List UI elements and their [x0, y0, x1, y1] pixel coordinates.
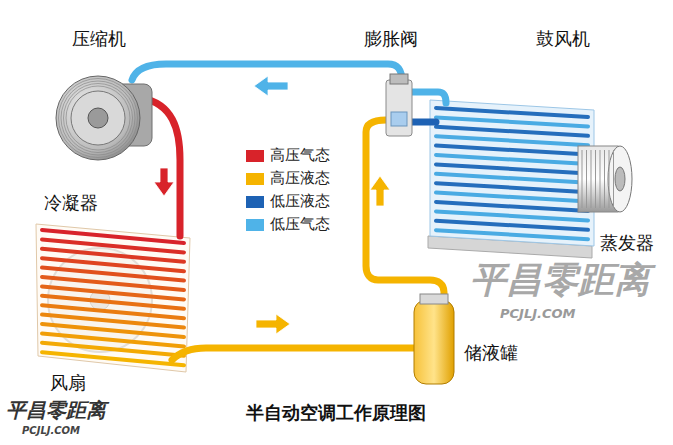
evaporator-frame — [430, 100, 594, 246]
evaporator-coil — [436, 230, 588, 239]
evaporator-coil — [436, 211, 588, 220]
condenser-illustration — [36, 224, 190, 372]
part-name: 蒸发器 — [600, 232, 654, 254]
evaporator-coil — [436, 127, 588, 136]
valve-port — [391, 112, 407, 126]
legend-label: 低压气态 — [270, 215, 330, 234]
legend-entry: 高压液态 — [246, 169, 330, 188]
pulley-groove — [66, 86, 130, 150]
condenser-frame — [36, 224, 190, 372]
caption: 半自动空调工作原理图 — [246, 402, 426, 424]
valve-block — [386, 80, 412, 136]
evaporator-coil — [436, 146, 588, 155]
receiver-illustration — [414, 294, 454, 384]
flow-arrow — [254, 76, 288, 96]
compressor-pulley — [56, 76, 140, 160]
condenser-tube — [42, 352, 184, 365]
evaporator-coil — [436, 193, 588, 202]
blower-hub — [615, 167, 625, 191]
receiver-head — [420, 294, 448, 304]
watermark: 平昌零距离 — [6, 398, 106, 422]
pulley-groove — [61, 81, 135, 155]
flow-arrow — [370, 176, 390, 206]
part-name: 储液罐 — [464, 342, 518, 364]
blower-illustration — [578, 146, 632, 212]
legend-entry: 低压气态 — [246, 215, 330, 234]
evaporator-coil — [436, 117, 588, 126]
compressor-clutch — [71, 91, 125, 145]
blower-fin — [604, 150, 605, 208]
pulley-groove — [64, 84, 133, 153]
blower-fin — [609, 150, 610, 208]
legend-swatch — [246, 173, 264, 185]
evaporator-coil — [436, 136, 588, 145]
legend-label: 高压气态 — [270, 146, 330, 165]
flow-arrow — [256, 314, 290, 334]
evaporator-coil — [436, 174, 588, 183]
pulley-groove — [59, 79, 138, 158]
valve-cap — [390, 74, 408, 84]
refrigerant-pipe — [172, 348, 414, 360]
part-name: 压缩机 — [72, 28, 126, 50]
refrigerant-pipe — [410, 92, 446, 103]
legend-swatch — [246, 219, 264, 231]
blower-face — [608, 146, 632, 212]
flow-arrow — [154, 168, 174, 196]
evaporator-coil — [436, 202, 588, 211]
evaporator-coil — [436, 183, 588, 192]
blower-fin — [613, 150, 614, 208]
watermark: PCJLJ.COM — [22, 425, 80, 437]
legend-label: 低压液态 — [270, 192, 330, 211]
compressor-hub — [88, 108, 108, 128]
part-name: 膨胀阀 — [364, 28, 418, 50]
part-name: 冷凝器 — [44, 192, 98, 214]
legend-entry: 高压气态 — [246, 146, 330, 165]
evaporator-coil — [436, 221, 588, 230]
blower-fin — [591, 150, 592, 208]
blower-fin — [595, 150, 596, 208]
evaporator-coil — [436, 108, 588, 117]
legend-label: 高压液态 — [270, 169, 330, 188]
legend-swatch — [246, 196, 264, 208]
watermark: 平昌零距离 — [470, 258, 650, 301]
blower-fin — [586, 150, 587, 208]
legend-swatch — [246, 150, 264, 162]
receiver-tank — [414, 300, 454, 384]
part-name: 鼓风机 — [536, 28, 590, 50]
evaporator-illustration — [428, 100, 594, 258]
watermark: PCJLJ.COM — [500, 306, 576, 322]
evaporator-coil — [436, 164, 588, 173]
expansion-valve-illustration — [386, 74, 412, 136]
evaporator-coil — [436, 155, 588, 164]
compressor-illustration — [56, 76, 152, 160]
blower-fin — [600, 150, 601, 208]
blower-fin — [582, 150, 583, 208]
part-name: 风扇 — [50, 372, 86, 394]
refrigerant-pipe — [366, 120, 444, 302]
legend-entry: 低压液态 — [246, 192, 330, 211]
